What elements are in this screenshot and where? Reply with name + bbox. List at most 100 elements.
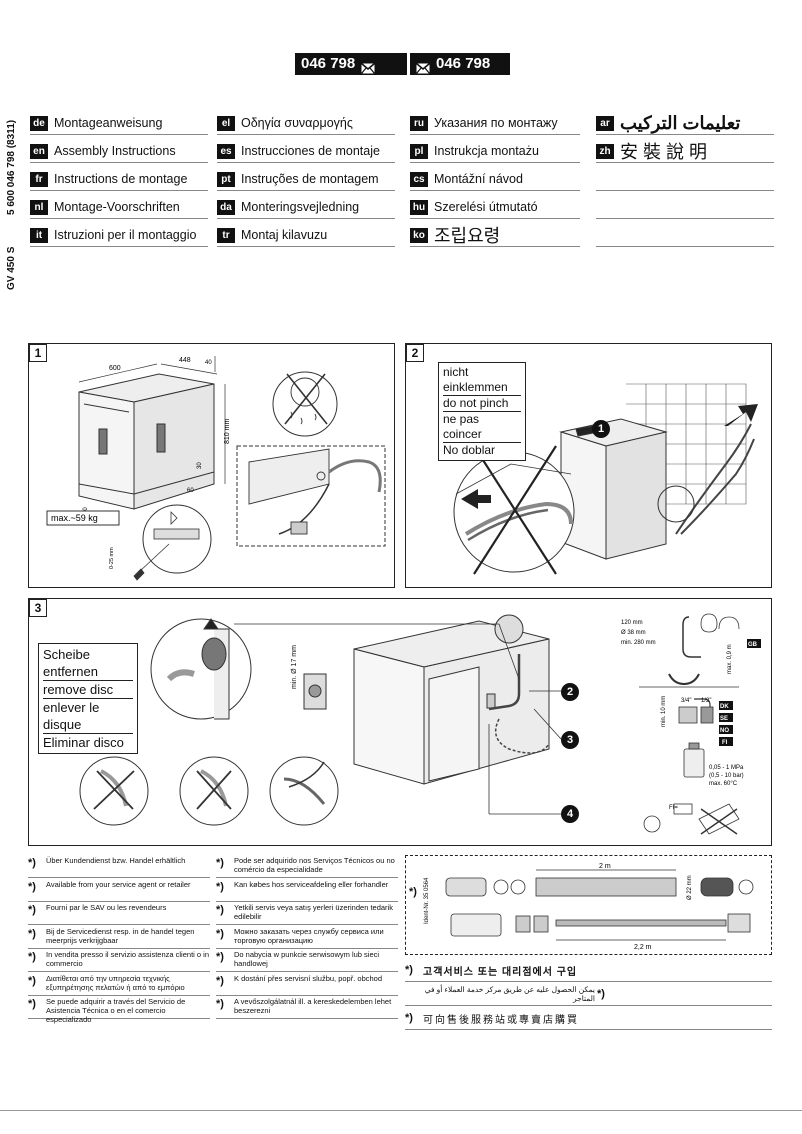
- step-4-marker: 4: [561, 805, 579, 823]
- panel-1-dimensions: 1 600 448 40 810 mm 30 60 90 max.~59 kg: [28, 343, 395, 588]
- dim-depth: 448: [179, 357, 191, 364]
- dim-width: 600: [109, 365, 121, 372]
- language-row-empty: [596, 168, 774, 191]
- hose-length-bottom: 2,2 m: [634, 944, 652, 951]
- korean-note: *) 고객서비스 또는 대리점에서 구입: [405, 959, 772, 982]
- language-code-badge: en: [30, 143, 48, 159]
- accessory-box: *) Ident-Nr. 35 0564 2 m 2,2 m Ø 22 mm: [405, 855, 772, 955]
- note-star: *): [597, 988, 605, 1000]
- weight-label: max.~59 kg: [51, 513, 98, 523]
- hose-accessory-illustration: 2 m 2,2 m Ø 22 mm: [445, 863, 754, 951]
- language-code-badge: zh: [596, 143, 614, 159]
- language-code-badge: ko: [410, 227, 428, 243]
- footnote-star: *): [28, 880, 36, 893]
- footnote-star: *): [28, 857, 36, 869]
- hose-length-top: 2 m: [599, 863, 611, 870]
- language-title: 安 裝 說 明: [620, 142, 708, 162]
- language-title: Montage-Voorschriften: [54, 200, 180, 214]
- thread-size-3-4: 3/4": [681, 698, 691, 704]
- callout-line: nicht einklemmen: [443, 365, 521, 396]
- language-title: Instructions de montage: [54, 172, 188, 186]
- remove-disc-callout: Scheibe entfernen remove disc enlever le…: [38, 643, 138, 754]
- footnote-star: *): [216, 998, 224, 1010]
- language-row-it: it Istruzioni per il montaggio: [30, 224, 208, 247]
- footnote-item: *)Можно заказать через службу сервиса ил…: [216, 927, 398, 949]
- footnote-item: *)In vendita presso il servizio assisten…: [28, 950, 210, 972]
- step-2-marker: 2: [561, 683, 579, 701]
- footnote-item: *) Über Kundendienst bzw. Handel erhältli…: [28, 856, 210, 878]
- language-code-badge: de: [30, 115, 48, 131]
- language-code-badge: ru: [410, 115, 428, 131]
- footnote-text: Se puede adquirir a través del Servicio …: [46, 997, 186, 1024]
- panel-number: 1: [29, 344, 47, 362]
- language-code-badge: tr: [217, 227, 235, 243]
- language-title: Οδηγία συναρμογής: [241, 116, 353, 130]
- step-1-marker: 1: [592, 420, 610, 438]
- language-title: Montaj kilavuzu: [241, 228, 328, 242]
- footnote-text: Available from your service agent or ret…: [46, 879, 191, 889]
- chinese-note-text: 可向售後服務站或專賣店購買: [423, 1014, 579, 1026]
- dim-base: 90: [83, 507, 89, 514]
- gb-badge: GB: [748, 642, 758, 648]
- callout-line: enlever le disque: [43, 699, 133, 734]
- siphon-dim-min: min. 280 mm: [621, 640, 656, 646]
- footnote-item: *) Available from your service agent or r…: [28, 880, 210, 902]
- min-thread-length: min. 10 mm: [661, 696, 667, 727]
- footnote-item: *) Fourni par le SAV ou les revendeurs: [28, 903, 210, 925]
- footnote-text: Über Kundendienst bzw. Handel erhältlich: [46, 856, 186, 865]
- footnote-text: Pode ser adquirido nos Serviços Técnicos…: [234, 856, 395, 874]
- do-not-pinch-callout: nicht einklemmen do not pinch ne pas coi…: [438, 362, 526, 461]
- siphon-dim-height: 120 mm: [621, 620, 643, 626]
- dim-adjust: 0-25 mm: [109, 547, 115, 569]
- panel-number: 2: [406, 344, 424, 362]
- language-code-badge: it: [30, 227, 48, 243]
- language-title: Montageanweisung: [54, 116, 163, 130]
- footnote-text: Διατίθεται από την υπηρεσία τεχνικής εξυ…: [46, 973, 185, 992]
- footnote-text: Kan købes hos serviceafdeling eller forh…: [234, 879, 389, 889]
- footnote-star: *): [216, 880, 224, 893]
- footnote-item: *)Bij de Servicedienst resp. in de hande…: [28, 927, 210, 949]
- language-row-el: el Οδηγία συναρμογής: [217, 112, 395, 135]
- footnote-text: Fourni par le SAV ou les revendeurs: [46, 903, 167, 912]
- dim-side: 30: [197, 462, 203, 469]
- language-code-badge: pt: [217, 171, 235, 187]
- footnote-star: *): [28, 951, 36, 963]
- country-badge: SE: [720, 716, 728, 722]
- footnote-item: *)Pode ser adquirido nos Serviços Técnic…: [216, 856, 398, 878]
- footnote-item: *)Yetkili servis veya satış yerleri üzer…: [216, 903, 398, 925]
- max-temperature: max. 60°C: [709, 781, 738, 787]
- hose-diameter: Ø 22 mm: [687, 875, 693, 900]
- country-badge: FI: [722, 740, 728, 746]
- panel-2-positioning: 2: [405, 343, 772, 588]
- language-code-badge: el: [217, 115, 235, 131]
- positioning-illustration: [453, 383, 758, 575]
- footnote-item: *) Kan købes hos serviceafdeling eller fo…: [216, 880, 398, 902]
- callout-line: Eliminar disco: [43, 735, 124, 750]
- accessory-star: *): [409, 886, 417, 898]
- language-code-badge: nl: [30, 199, 48, 215]
- min-diameter-label: min. Ø 17 mm: [291, 645, 298, 689]
- panel-3-connection: 3: [28, 598, 772, 846]
- connection-illustration: 120 mm Ø 38 mm min. 280 mm max. 0,9 m GB…: [79, 613, 761, 835]
- language-row-tr: tr Montaj kilavuzu: [217, 224, 395, 247]
- footnote-item: *)K dostání přes servisní službu, popř. …: [216, 974, 398, 996]
- step-3-marker: 3: [561, 731, 579, 749]
- language-code-badge: hu: [410, 199, 428, 215]
- dishwasher-drawing: [78, 373, 215, 510]
- footnote-star: *): [28, 998, 36, 1010]
- language-row-empty: [596, 224, 774, 247]
- language-row-empty: [596, 196, 774, 219]
- country-badge: DK: [720, 704, 729, 710]
- language-title: Istruzioni per il montaggio: [54, 228, 197, 242]
- dim-foot: 60: [187, 488, 194, 494]
- language-title: تعليمات التركيب: [620, 112, 741, 133]
- country-badges: DK SE NO FI: [719, 701, 733, 746]
- footnote-star: *): [28, 904, 36, 916]
